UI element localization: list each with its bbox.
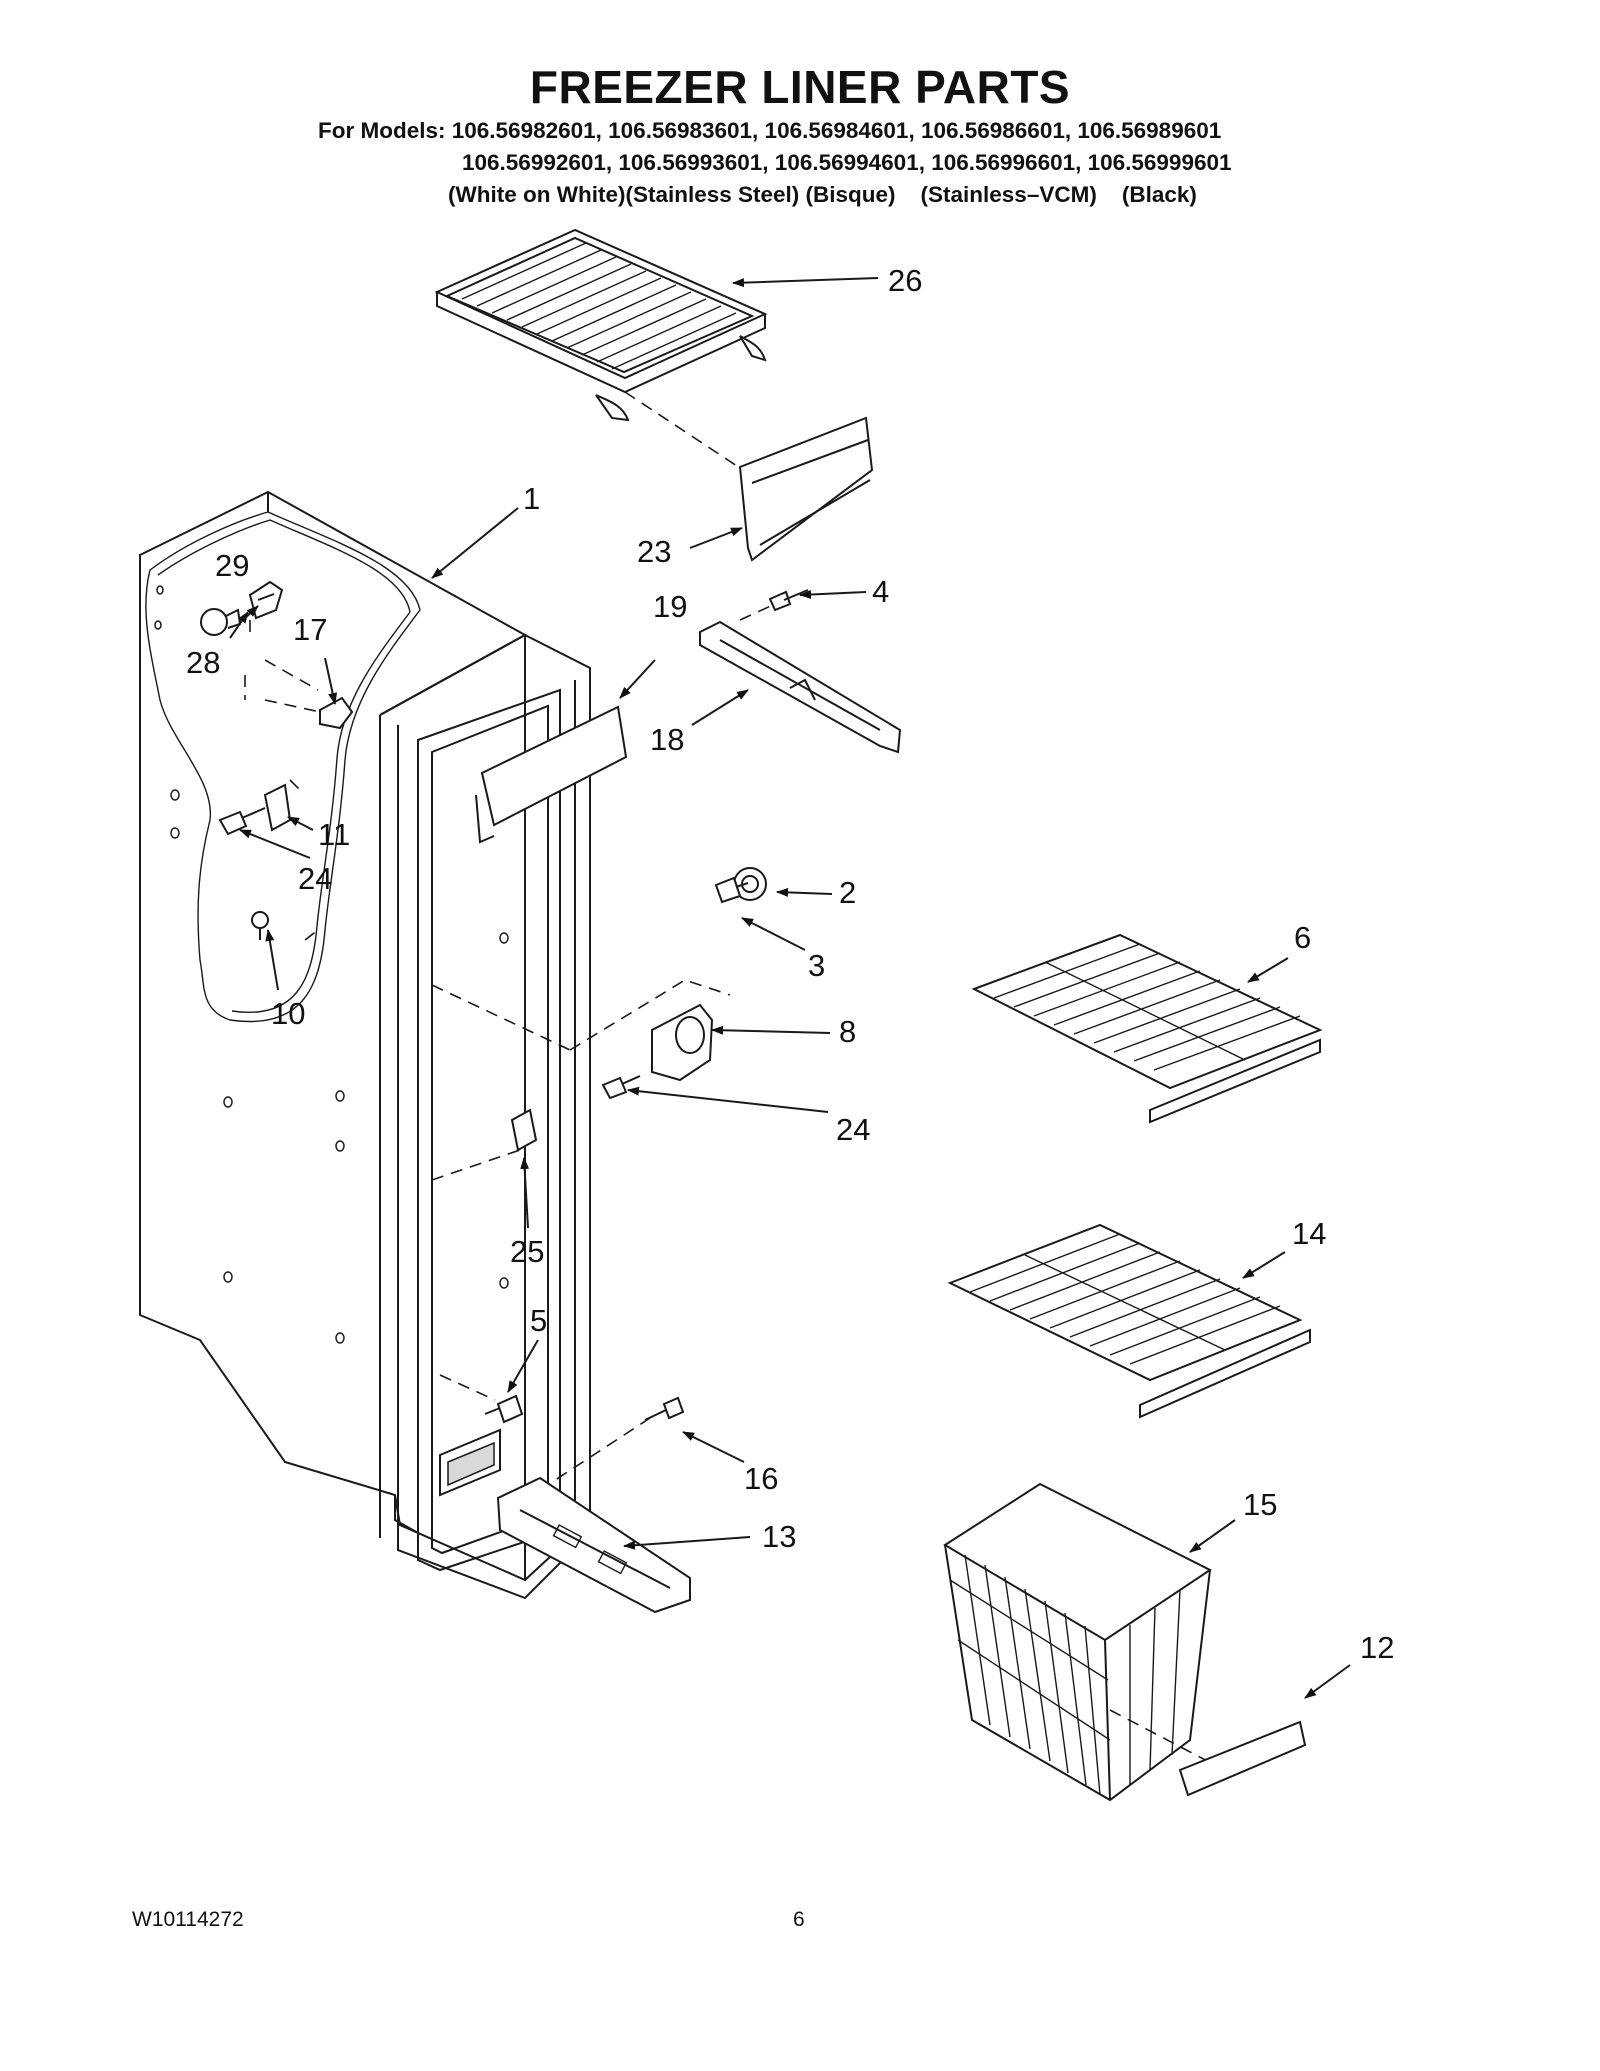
callout-25: 25 [510, 1234, 544, 1269]
callout-14: 14 [1292, 1216, 1326, 1251]
trim-part-19 [475, 705, 628, 844]
trim-part-12 [1178, 1720, 1307, 1797]
callout-12: 12 [1360, 1630, 1394, 1665]
wire-basket-part-15 [943, 1482, 1216, 1802]
callout-18: 18 [650, 722, 684, 757]
callout-6: 6 [1294, 920, 1311, 955]
freezer-liner [139, 490, 591, 1600]
models-line-1: For Models: 106.56982601, 106.56983601, … [318, 118, 1222, 143]
callout-24-right: 24 [836, 1112, 870, 1147]
clip-part-25 [510, 1108, 538, 1152]
page-number: 6 [793, 1908, 805, 1931]
callout-15: 15 [1243, 1487, 1277, 1522]
screw-part-24-right [601, 1075, 641, 1100]
callout-28: 28 [186, 645, 220, 680]
callout-23: 23 [637, 534, 671, 569]
leader-arrows [229, 277, 1351, 1699]
guide-part-8 [651, 1003, 714, 1082]
part-10 [251, 911, 269, 940]
screw-part-16 [644, 1396, 685, 1421]
light-socket-part-29 [248, 580, 284, 620]
callout-10: 10 [271, 996, 305, 1031]
callout-26: 26 [888, 263, 922, 298]
models-line-3: (White on White)(Stainless Steel) (Bisqu… [448, 182, 1197, 207]
callout-29: 29 [215, 548, 249, 583]
callout-16: 16 [744, 1461, 778, 1496]
callout-13: 13 [762, 1519, 796, 1554]
clip-part-17 [319, 696, 354, 730]
callout-1: 1 [523, 481, 540, 516]
wire-shelf-part-6 [971, 933, 1323, 1124]
base-trim-part-13 [496, 1476, 691, 1614]
trim-part-23 [738, 416, 874, 562]
rail-part-18 [699, 620, 902, 754]
callout-11: 11 [318, 817, 350, 852]
light-bulb-part-28 [200, 608, 242, 636]
callout-19: 19 [653, 589, 687, 624]
wire-shelf-part-14 [947, 1223, 1311, 1419]
callout-5: 5 [530, 1303, 547, 1338]
screw-part-3 [714, 876, 749, 904]
screw-part-24-left [218, 807, 266, 836]
models-line-2: 106.56992601, 106.56993601, 106.56994601… [462, 150, 1232, 175]
page-title: FREEZER LINER PARTS [529, 61, 1071, 113]
callout-17: 17 [293, 612, 327, 647]
callout-2: 2 [839, 875, 856, 910]
screw-part-5 [484, 1394, 524, 1424]
top-shelf-part-26 [434, 228, 768, 422]
callout-24-left: 24 [298, 861, 332, 896]
callout-8: 8 [839, 1014, 856, 1049]
callout-3: 3 [808, 948, 825, 983]
screw-part-4 [768, 589, 809, 612]
bracket-part-11 [263, 783, 292, 832]
callout-labels: 26 1 23 4 19 18 29 28 17 11 24 10 2 3 6 … [186, 263, 1394, 1665]
callout-4: 4 [872, 574, 889, 609]
document-id: W10114272 [132, 1908, 244, 1931]
